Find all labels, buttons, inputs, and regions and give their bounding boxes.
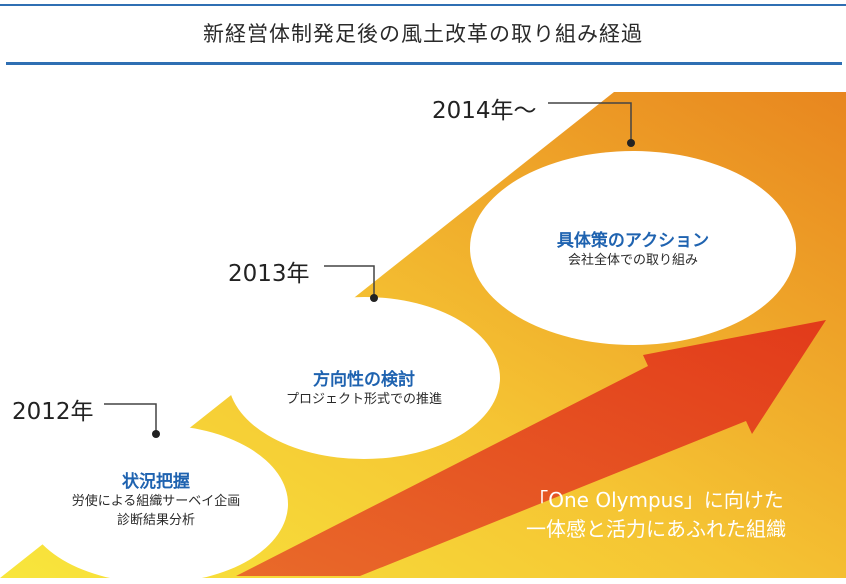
step-2012: 状況把握 労使による組織サーベイ企画 診断結果分析	[36, 467, 276, 530]
top-rule	[0, 4, 846, 6]
step-description: 会社全体での取り組み	[567, 253, 698, 268]
slogan: 「One Olympus」に向けた 一体感と活力にあふれた組織	[486, 486, 826, 544]
year-label-2012: 2012年	[12, 399, 94, 425]
slogan-line-1: 「One Olympus」に向けた	[528, 488, 784, 512]
ellipse-2014	[470, 151, 796, 345]
leader-dot-2014	[627, 139, 635, 147]
year-label-2013: 2013年	[228, 261, 310, 287]
leader-dot-2012	[152, 430, 160, 438]
step-description: 診断結果分析	[116, 513, 195, 528]
leader-dot-2013	[370, 294, 378, 302]
ellipse-2012	[24, 425, 288, 583]
year-label-2014: 2014年～	[432, 98, 537, 124]
step-2013: 方向性の検討 プロジェクト形式での推進	[244, 365, 484, 409]
page-title: 新経営体制発足後の風土改革の取り組み経過	[203, 22, 643, 46]
step-title: 具体策のアクション	[556, 231, 710, 251]
slogan-line-2: 一体感と活力にあふれた組織	[526, 517, 786, 541]
step-description: 労使による組織サーベイ企画	[71, 494, 241, 509]
ellipse-2013	[228, 297, 500, 459]
title-underline	[6, 62, 842, 65]
step-description: プロジェクト形式での推進	[285, 392, 442, 407]
leader-line-2013	[324, 265, 375, 296]
growth-arrow	[236, 320, 826, 576]
leader-line-2012	[104, 403, 157, 432]
step-title: 方向性の検討	[313, 370, 415, 390]
step-2014: 具体策のアクション 会社全体での取り組み	[493, 226, 773, 270]
step-title: 状況把握	[122, 472, 190, 492]
leader-line-2014	[548, 102, 632, 141]
